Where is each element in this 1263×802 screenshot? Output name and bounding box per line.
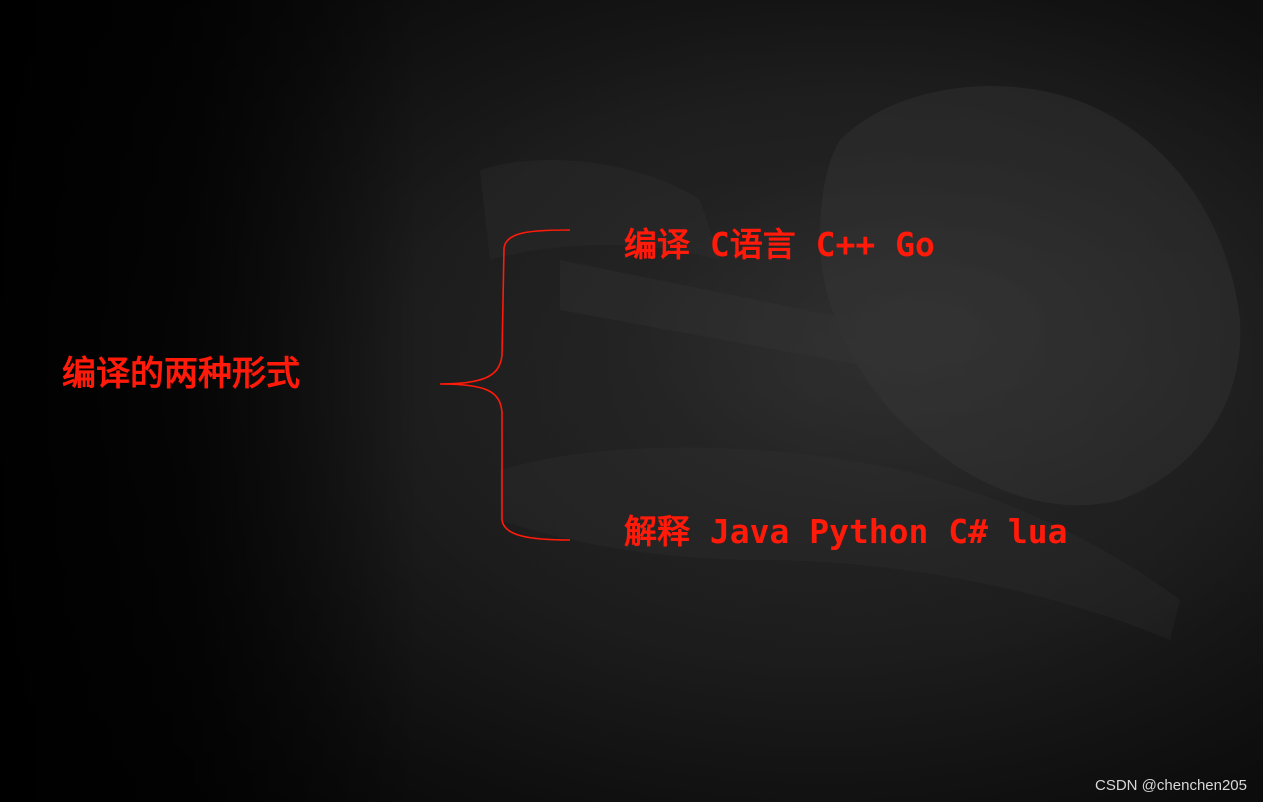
- diagram-title: 编译的两种形式: [62, 354, 300, 394]
- branch-interpreted: 解释 Java Python C# lua: [624, 512, 1068, 551]
- branch-compiled: 编译 C语言 C++ Go: [624, 225, 935, 264]
- watermark: CSDN @chenchen205: [1095, 777, 1247, 794]
